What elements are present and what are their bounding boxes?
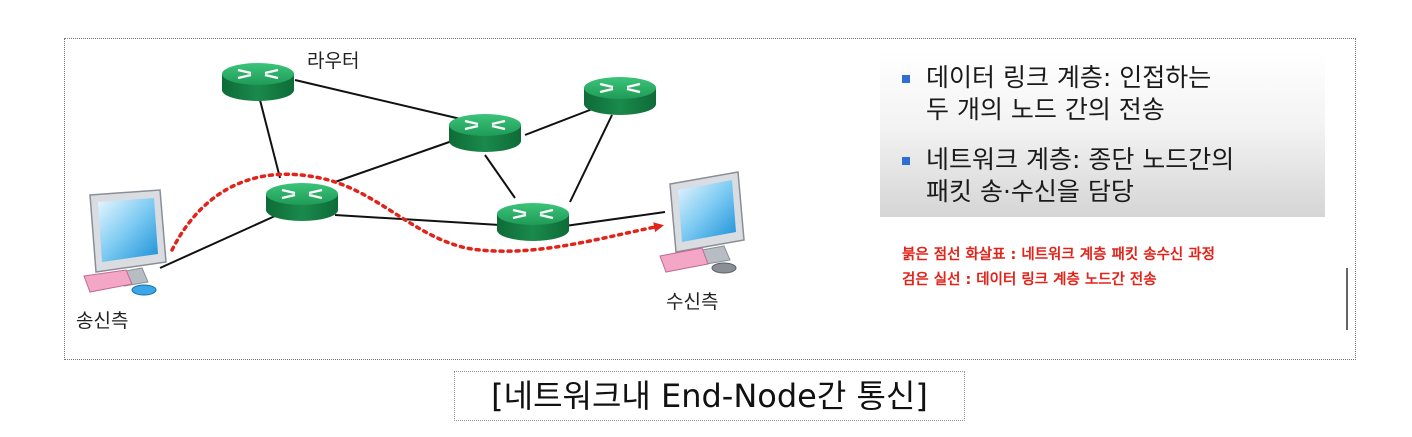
link-r1-r2	[294, 79, 466, 121]
link-r4-r5	[569, 114, 613, 203]
bullet-data-link: 데이터 링크 계층: 인접하는 두 개의 노드 간의 전송	[902, 62, 1211, 126]
link-r3-r5	[334, 214, 501, 226]
computer-icon	[83, 189, 167, 296]
bullet-network: 네트워크 계층: 종단 노드간의 패킷 송·수신을 담당	[902, 144, 1234, 208]
sender-computer	[83, 189, 167, 296]
router-icon	[266, 183, 338, 221]
packet-path-arrow	[170, 172, 664, 253]
side-divider	[1346, 268, 1348, 330]
router-1	[222, 63, 294, 101]
bullet-line: 두 개의 노드 간의 전송	[926, 95, 1165, 124]
legend: 붉은 점선 화살표 : 네트워크 계층 패킷 송수신 과정 검은 실선 : 데이…	[902, 243, 1215, 293]
router-icon	[497, 203, 569, 241]
bullet-line: 네트워크 계층: 종단 노드간의	[926, 145, 1235, 174]
receiver-label: 수신측	[666, 291, 719, 313]
router-4	[584, 77, 656, 115]
figure-caption: [네트워크내 End-Node간 통신]	[454, 371, 965, 421]
bullet-square-icon	[902, 157, 910, 165]
router-icon	[222, 63, 294, 101]
links	[159, 79, 666, 269]
link-r3-r2	[334, 139, 456, 183]
link-r5-receiver	[564, 211, 666, 227]
computer-icon	[659, 171, 745, 274]
link-r1-r3	[259, 99, 281, 179]
diagram-frame	[64, 38, 1356, 360]
legend-red-dotted: 붉은 점선 화살표 : 네트워크 계층 패킷 송수신 과정	[902, 247, 1215, 263]
link-sender-r3	[159, 215, 276, 269]
router-icon	[584, 77, 656, 115]
link-r2-r5	[484, 154, 516, 199]
bullet-square-icon	[902, 75, 910, 83]
router-5	[497, 203, 569, 241]
sender-label: 송신측	[76, 310, 129, 332]
link-r2-r4	[524, 107, 596, 136]
router-icon	[449, 114, 521, 152]
legend-black-solid: 검은 실선 : 데이터 링크 계층 노드간 전송	[902, 272, 1157, 288]
router-label: 라우터	[307, 50, 360, 72]
info-box: 데이터 링크 계층: 인접하는 두 개의 노드 간의 전송 네트워크 계층: 종…	[880, 52, 1325, 217]
router-3	[266, 183, 338, 221]
router-2	[449, 114, 521, 152]
receiver-computer	[659, 171, 745, 274]
bullet-line: 데이터 링크 계층: 인접하는	[926, 63, 1212, 92]
bullet-line: 패킷 송·수신을 담당	[926, 177, 1134, 206]
